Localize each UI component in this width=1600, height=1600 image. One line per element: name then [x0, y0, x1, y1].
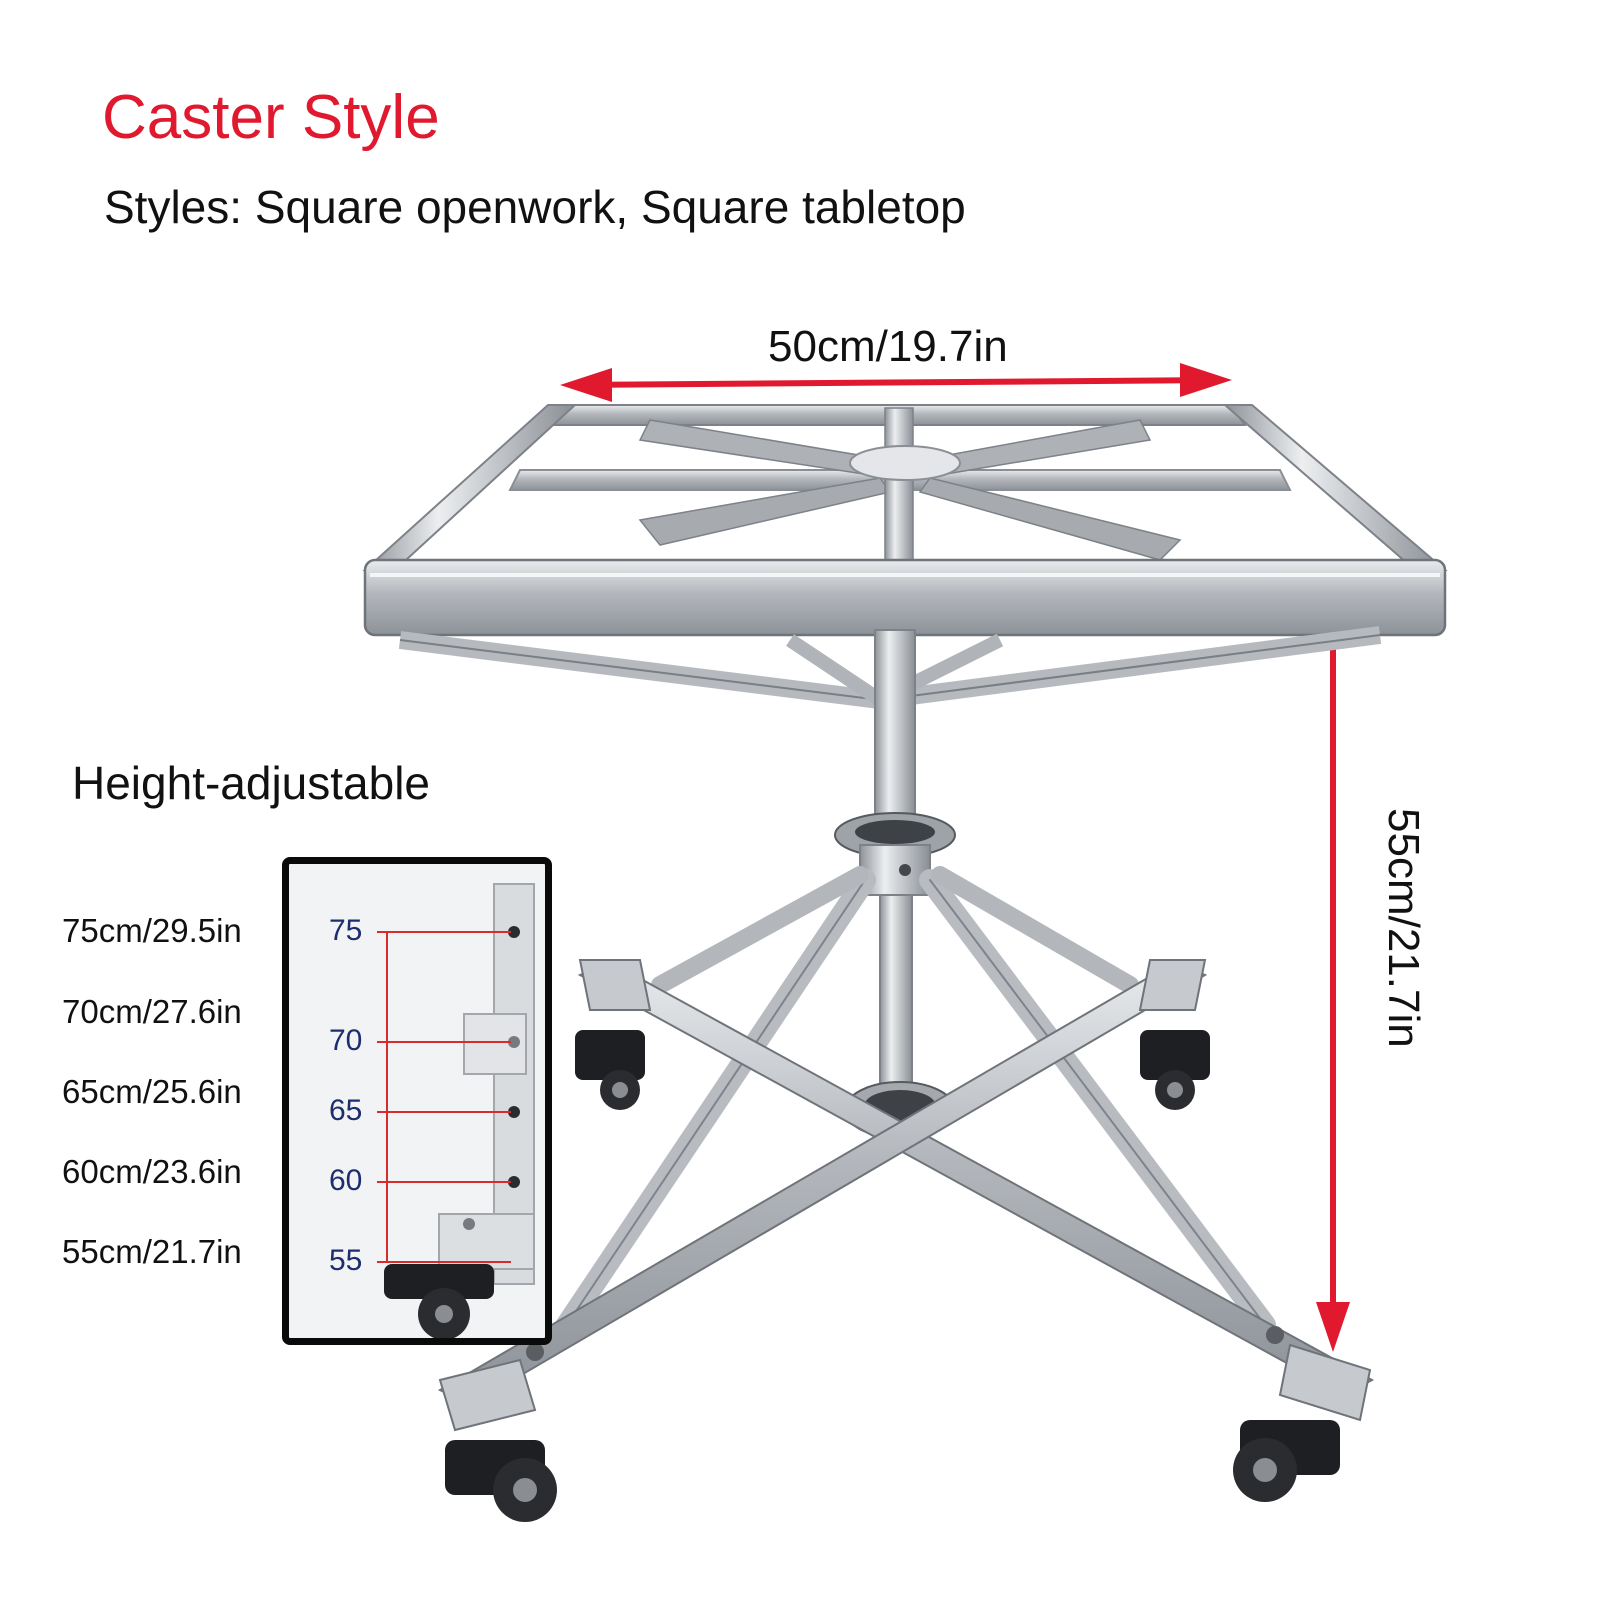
- height-setting-label: 75cm/29.5in: [62, 912, 242, 949]
- height-dimension-label: 55cm/21.7in: [1379, 808, 1428, 1048]
- inset-mark: 75: [329, 914, 363, 947]
- inset-mark: 55: [329, 1244, 363, 1277]
- tabletop-frame: [362, 404, 1448, 637]
- cross-base: [437, 959, 1375, 1432]
- page-title: Caster Style: [102, 83, 440, 152]
- height-setting-label: 55cm/21.7in: [62, 1233, 242, 1270]
- height-adjustable-title: Height-adjustable: [72, 757, 431, 809]
- inset-mark: 60: [329, 1164, 363, 1197]
- height-setting-label: 60cm/23.6in: [62, 1153, 242, 1190]
- leg-struts: [549, 866, 1276, 1346]
- caster-wheels: [445, 1030, 1340, 1522]
- styles-subtitle: Styles: Square openwork, Square tabletop: [104, 181, 966, 233]
- width-dimension-label: 50cm/19.7in: [768, 322, 1008, 371]
- height-arrow: [1316, 588, 1350, 1352]
- height-setting-label: 70cm/27.6in: [62, 993, 242, 1030]
- inset-mark: 70: [329, 1024, 363, 1057]
- height-setting-label: 65cm/25.6in: [62, 1073, 242, 1110]
- width-arrow: [560, 363, 1232, 402]
- bracket-illustration: [377, 883, 535, 1338]
- height-adjust-inset: 75 70 65 60 55: [282, 857, 552, 1345]
- inset-mark: 65: [329, 1094, 363, 1127]
